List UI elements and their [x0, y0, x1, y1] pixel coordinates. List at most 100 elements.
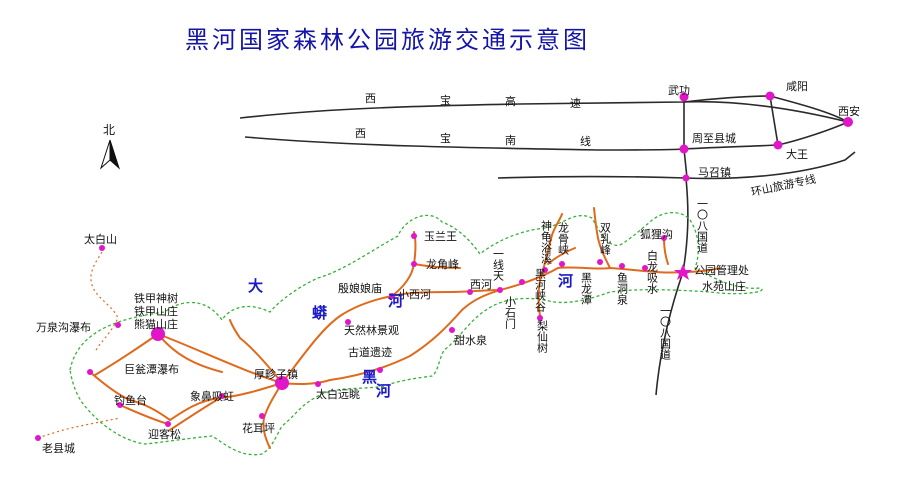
label-taibaishan: 太白山 [84, 232, 117, 246]
marker-diaoyutai [117, 402, 123, 408]
north-label: 北 [103, 123, 115, 137]
label-shuangrufeng: 双乳峰 [599, 222, 612, 255]
road-national-108-north [682, 177, 689, 273]
label-xiaoshimen: 小石门 [504, 296, 517, 330]
label-xibao-south-1: 西 [355, 127, 366, 140]
marker-longjiao [411, 261, 417, 267]
marker-mazhao [682, 174, 690, 182]
marker-xiangbi [219, 393, 225, 399]
label-heihe-canyon: 黑河峡谷 [534, 268, 547, 313]
route-xiaoxihe [391, 289, 501, 297]
label-heilongtan: 黑龙潭 [580, 272, 593, 305]
label-yingkesong: 迎客松 [148, 427, 181, 441]
route-main-river-road [157, 266, 721, 385]
label-tianranlin: 天然林景观 [344, 323, 399, 337]
marker-yingkesong [165, 421, 171, 427]
label-zhouzhi: 周至县城 [692, 132, 736, 145]
trail-taibaishan [90, 251, 119, 353]
label-park-office: 公园管理处 [694, 263, 749, 277]
label-xianyang: 咸阳 [786, 80, 808, 93]
marker-yulanwang [411, 233, 417, 239]
label-longjiao: 龙角峰 [426, 258, 459, 271]
route-shuangru [593, 207, 611, 269]
label-xibao-south-2: 宝 [440, 131, 451, 145]
label-shenguiyuxi: 神龟浴溪 [540, 219, 553, 265]
marker-tianranlin [345, 319, 351, 325]
marker-xiaoxihe [467, 289, 473, 295]
road-xian-link [769, 95, 849, 123]
label-river-da: 大 [248, 277, 263, 295]
star-icon [674, 264, 692, 280]
marker-dawang [773, 140, 783, 150]
route-jupen [89, 371, 171, 421]
label-mazhao: 马召镇 [698, 165, 731, 179]
route-diaoyutai [119, 404, 169, 425]
route-west-loop [94, 333, 283, 431]
label-108-south: 一〇八国道 [659, 305, 672, 360]
label-xibao-expressway-4: 速 [570, 97, 581, 110]
label-huaerping: 花耳坪 [242, 422, 275, 435]
marker-longgu [559, 261, 565, 267]
label-huligou: 狐狸沟 [640, 227, 673, 241]
marker-wanquangou [115, 322, 121, 328]
road-xibao-south-line [244, 121, 849, 151]
label-laoxiancheng: 老县城 [42, 442, 75, 455]
label-river-he-1: 河 [388, 292, 403, 310]
label-xibao-south-4: 线 [580, 134, 591, 148]
marker-huligou [661, 235, 667, 241]
map-title: 黑河国家森林公园旅游交通示意图 [185, 26, 590, 54]
label-xibao-south-3: 南 [505, 134, 516, 147]
marker-houlingzi [275, 376, 289, 390]
marker-laoxiancheng [35, 435, 41, 441]
north-arrow-icon [99, 139, 121, 170]
road-national-108-south [655, 271, 684, 396]
label-river-mang: 蟒 [312, 304, 328, 322]
marker-xiaoshimen [519, 279, 525, 285]
label-xiaoxihe: 小西河 [398, 288, 431, 301]
marker-zhouzhi [679, 144, 689, 154]
label-dawang: 大王 [786, 147, 808, 161]
route-huaerping [262, 382, 283, 449]
marker-xian [843, 117, 853, 127]
marker-tianshuiquan [449, 327, 455, 333]
label-xian: 西安 [838, 104, 860, 118]
label-shuiyuan-villa: 水苑山庄 [702, 279, 746, 293]
marker-shenguiyuxi [542, 267, 548, 273]
label-river-hei: 黑 [362, 368, 377, 386]
label-xihe: 西河 [470, 278, 492, 291]
label-longgu: 龙骨峡 [557, 222, 570, 255]
road-wugong-link [683, 102, 688, 179]
label-yixiantian: 一线天 [492, 248, 505, 282]
marker-taibaishan [99, 245, 105, 251]
label-river-he-2: 河 [558, 272, 573, 290]
label-yudongquan: 鱼洞泉 [616, 271, 629, 305]
marker-gudao [377, 367, 383, 373]
marker-xihe [497, 287, 503, 293]
marker-yinniang [389, 293, 395, 299]
label-tiejia: 铁甲神树 [134, 291, 178, 305]
route-huligou [663, 237, 669, 265]
marker-bailongxishui [642, 265, 648, 271]
label-panda-villa: 熊猫山庄 [134, 317, 178, 331]
marker-huaerping [259, 413, 265, 419]
label-xibao-expressway-2: 宝 [440, 93, 451, 107]
route-longgu [539, 213, 576, 281]
label-river-he-3: 河 [376, 382, 391, 400]
trail-laoxiancheng [37, 417, 121, 439]
label-wanquangou: 万泉沟瀑布 [36, 320, 91, 334]
marker-jupen [87, 369, 93, 375]
marker-yudongquan [619, 263, 625, 269]
label-yinniang: 殷娘娘庙 [338, 281, 382, 295]
label-xiangbi: 象鼻吸虹 [190, 389, 234, 403]
marker-xianyang [765, 91, 775, 101]
label-taibai-view: 太白远眺 [316, 387, 360, 401]
label-yulanwang: 玉兰王 [424, 230, 457, 243]
label-bailongxishui: 白龙吸水 [646, 249, 659, 294]
marker-shuangrufeng [597, 259, 603, 265]
label-wugong: 武功 [668, 84, 690, 97]
marker-wugong [679, 92, 689, 102]
label-houlingzi: 厚畛子镇 [254, 367, 298, 381]
label-diaoyutai: 钓鱼台 [114, 393, 147, 407]
label-108-north: 一〇八国道 [696, 198, 709, 253]
